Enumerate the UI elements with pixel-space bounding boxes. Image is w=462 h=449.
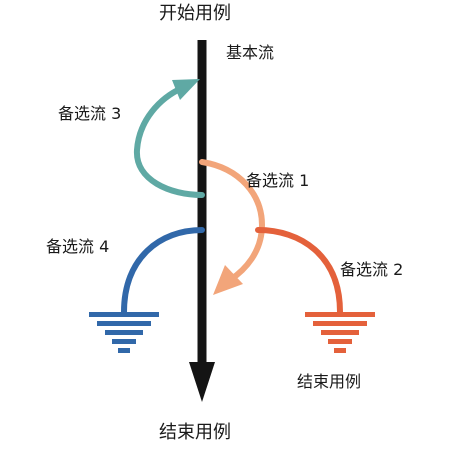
alt-flow-2-end-ground-icon	[305, 312, 375, 353]
basic-flow-arrowhead-icon	[189, 362, 215, 402]
start-use-case-label: 开始用例	[159, 3, 231, 24]
alt-flow-2-label: 备选流 2	[340, 260, 404, 279]
end-use-case-side-label: 结束用例	[297, 372, 362, 391]
alt-flow-1-curve	[199, 159, 266, 283]
alt-flow-1-arrowhead-icon	[213, 265, 243, 295]
alt-flow-4-curve	[121, 227, 205, 315]
basic-flow-label: 基本流	[226, 43, 275, 62]
end-use-case-bottom-label: 结束用例	[159, 422, 231, 443]
alt-flow-3-curve	[133, 85, 205, 198]
alt-flow-3-arrowhead-icon	[172, 79, 200, 100]
alt-flow-1-label: 备选流 1	[246, 171, 310, 190]
alt-flow-4-label: 备选流 4	[46, 237, 110, 256]
alt-flow-4-end-ground-icon	[89, 312, 159, 353]
alt-flow-2-curve	[255, 227, 343, 315]
alt-flow-3-label: 备选流 3	[58, 104, 122, 123]
